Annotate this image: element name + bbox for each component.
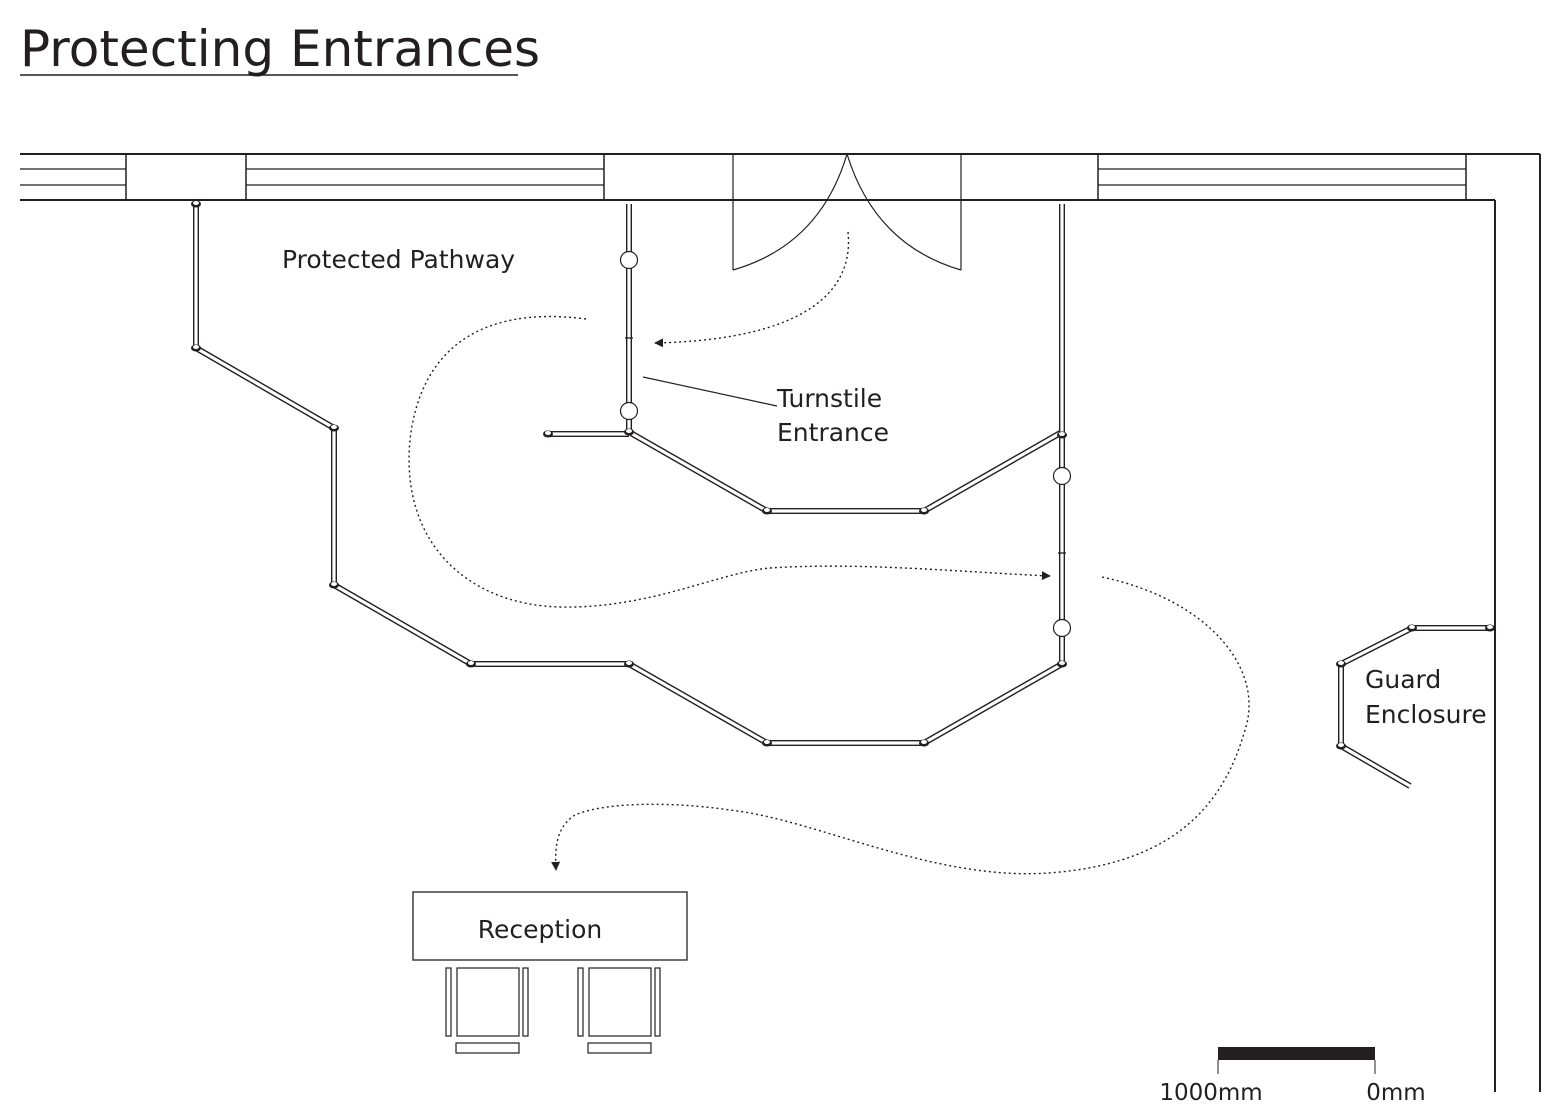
turnstile-right xyxy=(1052,466,1072,638)
page-title: Protecting Entrances xyxy=(20,20,540,78)
entrance-double-door xyxy=(732,153,962,271)
guard-label-line1: Guard xyxy=(1365,665,1441,694)
reception-label: Reception xyxy=(478,915,603,944)
railing-post-cap xyxy=(1059,661,1065,665)
turnstile-label-line1: Turnstile xyxy=(776,384,882,413)
outer-queue-railing xyxy=(193,204,1065,746)
railing-post-cap xyxy=(626,429,632,433)
scale-bar-fill xyxy=(1218,1047,1375,1060)
chair-left xyxy=(445,967,529,1054)
turnstile-left xyxy=(619,250,639,421)
window-right xyxy=(1098,168,1466,186)
scale-label-right: 0mm xyxy=(1366,1080,1425,1106)
railing-post-cap xyxy=(1338,661,1344,665)
railing-post-cap xyxy=(764,740,770,744)
turnstile-left-railing xyxy=(626,204,1065,514)
railing-post-cap xyxy=(764,508,770,512)
exterior-wall xyxy=(20,153,1541,1092)
turnstile-label-line2: Entrance xyxy=(777,418,889,447)
railing-post-cap xyxy=(921,508,927,512)
reception-desk: Reception xyxy=(412,891,688,961)
scale-bar: 1000mm 0mm xyxy=(1159,1047,1426,1106)
railing-post-cap xyxy=(1059,432,1065,436)
railing-system xyxy=(193,204,1492,789)
railing-post-cap xyxy=(193,345,199,349)
pathway-to-reception xyxy=(551,576,1250,875)
window-center-left xyxy=(246,168,604,186)
guard-label-line2: Enclosure xyxy=(1365,700,1487,729)
protected-pathway-label: Protected Pathway xyxy=(282,245,515,274)
window-left xyxy=(20,168,126,186)
railing-post-cap xyxy=(1487,625,1493,629)
railing-post-cap xyxy=(331,582,337,586)
railing-post-cap xyxy=(468,661,474,665)
chair-right xyxy=(577,967,661,1054)
pathway-arrow-door-to-turnstile xyxy=(654,231,850,348)
scale-label-left: 1000mm xyxy=(1159,1080,1262,1106)
railing-post-cap xyxy=(1409,625,1415,629)
railing-posts xyxy=(191,200,1495,750)
railing-post-cap xyxy=(545,431,551,435)
railing-post-cap xyxy=(626,661,632,665)
railing-post-cap xyxy=(193,201,199,205)
turnstile-leader-line xyxy=(642,376,778,407)
guard-enclosure-railing xyxy=(1338,625,1492,789)
railing-post-cap xyxy=(921,740,927,744)
railing-post-cap xyxy=(1338,743,1344,747)
pathway-loop-to-right-turnstile xyxy=(408,315,1051,608)
railing-post-cap xyxy=(331,425,337,429)
